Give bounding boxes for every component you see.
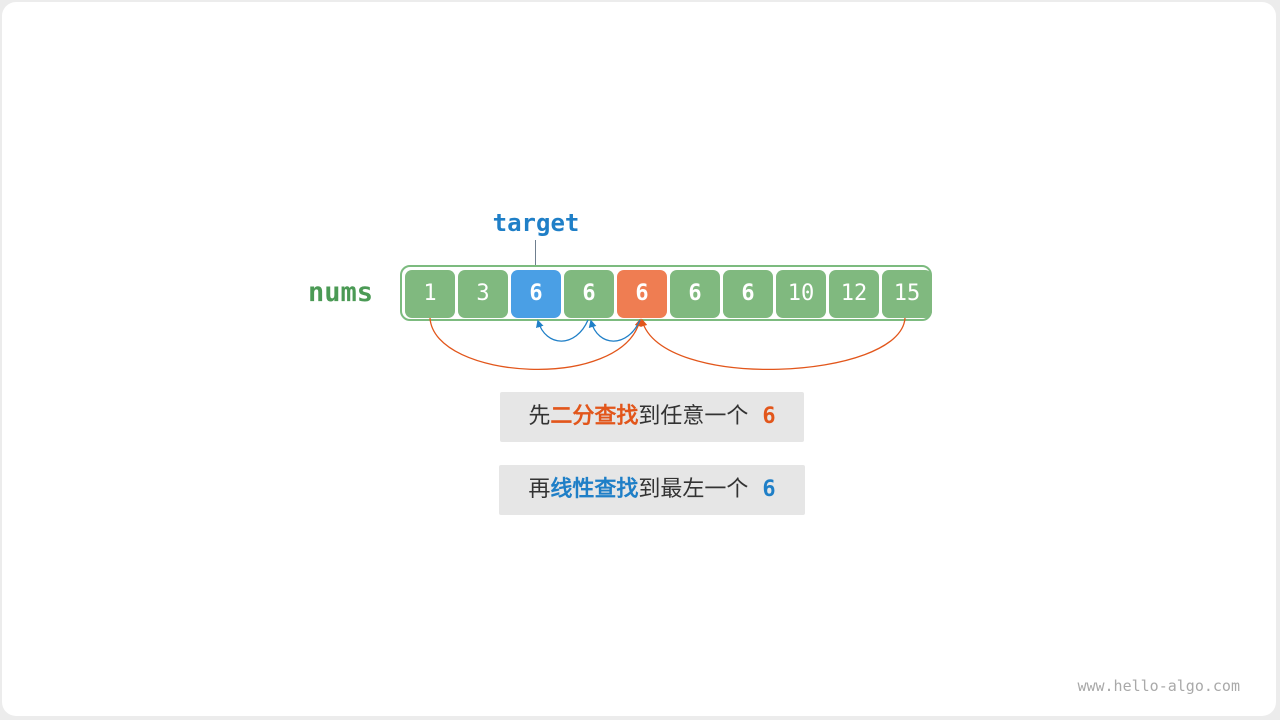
array-cell: 1 — [405, 270, 455, 318]
caption-linear-search: 再线性查找到最左一个 6 — [499, 465, 805, 515]
caption-prefix: 再 — [528, 477, 551, 502]
target-label: target — [492, 209, 580, 237]
caption-value: 6 — [762, 477, 776, 502]
caption-binary-search: 先二分查找到任意一个 6 — [500, 392, 804, 442]
array-label: nums — [308, 277, 374, 308]
caption-suffix: 到最左一个 — [638, 477, 749, 502]
linear-search-arc-1 — [588, 319, 641, 342]
caption-suffix: 到任意一个 — [638, 404, 749, 429]
target-pointer-line — [535, 240, 536, 272]
array-cell-target: 6 — [511, 270, 561, 318]
array-cell: 6 — [723, 270, 773, 318]
array-cell: 10 — [776, 270, 826, 318]
array-cell: 6 — [564, 270, 614, 318]
caption-value: 6 — [762, 404, 776, 429]
caption-emphasis: 二分查找 — [550, 404, 639, 429]
binary-search-arc-right — [639, 317, 906, 370]
caption-emphasis: 线性查找 — [550, 477, 639, 502]
array-cell: 3 — [458, 270, 508, 318]
array-cell: 12 — [829, 270, 879, 318]
linear-search-arc-2 — [536, 319, 589, 342]
caption-prefix: 先 — [528, 404, 551, 429]
array-cell-found: 6 — [617, 270, 667, 318]
watermark: www.hello-algo.com — [1077, 677, 1240, 695]
binary-search-arc-left — [429, 317, 643, 371]
array-cell: 15 — [882, 270, 932, 318]
array-cell: 6 — [670, 270, 720, 318]
